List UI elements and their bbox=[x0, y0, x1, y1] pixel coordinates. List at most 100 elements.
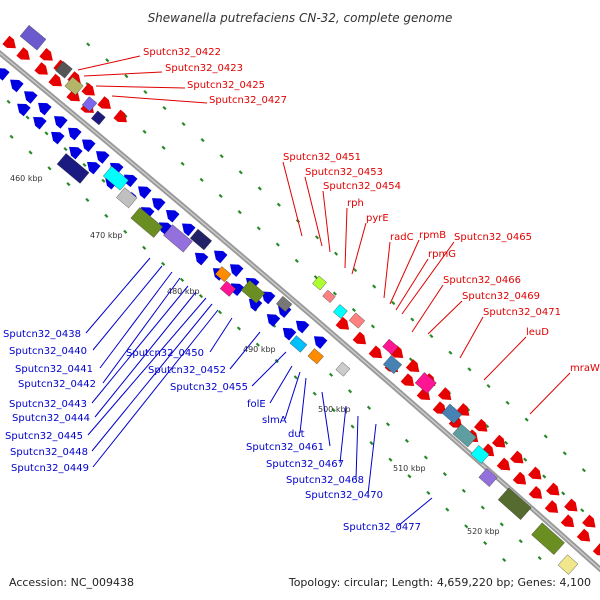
reverse-gene-arrow bbox=[17, 103, 31, 117]
gene-label-Sputcn32_0452[interactable]: Sputcn32_0452 bbox=[148, 365, 226, 376]
reverse-gene-arrow bbox=[124, 174, 138, 188]
tick-mark bbox=[105, 58, 110, 63]
reverse-gene-arrow bbox=[38, 102, 52, 116]
reverse-leader-line bbox=[102, 277, 181, 384]
gene-label-Sputcn32_0453[interactable]: Sputcn32_0453 bbox=[305, 167, 383, 178]
feature-block bbox=[240, 280, 266, 304]
forward-gene-arrow bbox=[528, 466, 542, 480]
gene-label-Sputcn32_0423[interactable]: Sputcn32_0423 bbox=[165, 63, 243, 74]
reverse-gene-arrow bbox=[33, 116, 47, 130]
gene-label-Sputcn32_0451[interactable]: Sputcn32_0451 bbox=[283, 152, 361, 163]
gene-label-dut[interactable]: dut bbox=[288, 429, 305, 440]
forward-gene-arrow bbox=[352, 331, 367, 345]
forward-leader-line bbox=[322, 190, 331, 253]
tick-mark bbox=[366, 405, 372, 410]
forward-leader-line bbox=[111, 95, 208, 104]
gene-label-rpmG[interactable]: rpmG bbox=[428, 249, 456, 260]
tick-mark bbox=[518, 539, 523, 544]
reverse-gene-arrow bbox=[282, 327, 297, 341]
gene-label-Sputcn32_0465[interactable]: Sputcn32_0465 bbox=[454, 232, 532, 243]
tick-mark bbox=[198, 293, 204, 299]
gene-label-Sputcn32_0442[interactable]: Sputcn32_0442 bbox=[18, 379, 96, 390]
gene-label-pyrE[interactable]: pyrE bbox=[366, 213, 389, 224]
reverse-leader-line bbox=[99, 271, 173, 369]
gene-label-folE[interactable]: folE bbox=[247, 399, 266, 410]
gene-label-leuD[interactable]: leuD bbox=[526, 327, 549, 338]
forward-leader-line bbox=[395, 258, 429, 311]
tick-mark bbox=[404, 438, 410, 443]
tick-mark bbox=[66, 182, 71, 187]
gene-label-Sputcn32_0455[interactable]: Sputcn32_0455 bbox=[170, 382, 248, 393]
gene-label-Sputcn32_0454[interactable]: Sputcn32_0454 bbox=[323, 181, 401, 192]
gene-label-Sputcn32_0461[interactable]: Sputcn32_0461 bbox=[246, 442, 324, 453]
gene-label-mraW[interactable]: mraW bbox=[570, 363, 600, 374]
reverse-gene-arrow bbox=[82, 139, 96, 152]
tick-mark bbox=[537, 556, 542, 561]
reverse-gene-arrow bbox=[165, 209, 180, 223]
gene-label-Sputcn32_0450[interactable]: Sputcn32_0450 bbox=[126, 348, 204, 359]
reverse-gene-arrow bbox=[138, 186, 152, 199]
tick-mark bbox=[217, 310, 223, 315]
gene-label-Sputcn32_0466[interactable]: Sputcn32_0466 bbox=[443, 275, 521, 286]
tick-mark bbox=[104, 213, 109, 218]
feature-block bbox=[130, 207, 164, 238]
tick-mark bbox=[142, 245, 147, 250]
reverse-leader-line bbox=[229, 331, 261, 370]
gene-label-slmA[interactable]: slmA bbox=[262, 415, 287, 426]
tick-mark bbox=[314, 235, 320, 240]
gene-label-Sputcn32_0467[interactable]: Sputcn32_0467 bbox=[266, 459, 344, 470]
forward-leader-line bbox=[383, 241, 391, 299]
forward-leader-line bbox=[95, 85, 186, 89]
gene-label-Sputcn32_0438[interactable]: Sputcn32_0438 bbox=[3, 329, 81, 340]
tick-mark bbox=[142, 129, 147, 134]
gene-label-Sputcn32_0443[interactable]: Sputcn32_0443 bbox=[9, 399, 87, 410]
gene-label-Sputcn32_0441[interactable]: Sputcn32_0441 bbox=[15, 364, 93, 375]
gene-label-Sputcn32_0422[interactable]: Sputcn32_0422 bbox=[143, 47, 221, 58]
gene-label-Sputcn32_0440[interactable]: Sputcn32_0440 bbox=[9, 346, 87, 357]
tick-mark bbox=[86, 42, 91, 47]
tick-mark bbox=[47, 166, 52, 171]
tick-mark bbox=[82, 162, 87, 168]
forward-leader-line bbox=[529, 372, 571, 415]
gene-label-Sputcn32_0444[interactable]: Sputcn32_0444 bbox=[12, 413, 90, 424]
forward-gene-arrow bbox=[528, 485, 543, 499]
tick-mark bbox=[369, 441, 374, 446]
gene-label-Sputcn32_0449[interactable]: Sputcn32_0449 bbox=[11, 463, 89, 474]
forward-leader-line bbox=[483, 336, 527, 381]
gene-label-Sputcn32_0469[interactable]: Sputcn32_0469 bbox=[462, 291, 540, 302]
gene-label-Sputcn32_0470[interactable]: Sputcn32_0470 bbox=[305, 490, 383, 501]
reverse-leader-line bbox=[284, 371, 301, 420]
reverse-leader-line bbox=[355, 415, 359, 480]
tick-mark bbox=[161, 261, 166, 266]
reverse-gene-arrow bbox=[54, 116, 68, 129]
gene-label-Sputcn32_0445[interactable]: Sputcn32_0445 bbox=[5, 431, 83, 442]
forward-gene-arrow bbox=[432, 401, 447, 415]
gene-label-Sputcn32_0448[interactable]: Sputcn32_0448 bbox=[10, 447, 88, 458]
gene-label-Sputcn32_0427[interactable]: Sputcn32_0427 bbox=[209, 95, 287, 106]
gene-label-Sputcn32_0425[interactable]: Sputcn32_0425 bbox=[187, 80, 265, 91]
reverse-leader-line bbox=[251, 351, 287, 387]
reverse-leader-line bbox=[92, 265, 163, 351]
tick-mark bbox=[442, 472, 447, 477]
forward-gene-arrow bbox=[510, 450, 524, 464]
gene-features bbox=[0, 24, 600, 575]
reverse-leader-line bbox=[94, 291, 197, 418]
reverse-gene-arrow bbox=[24, 91, 38, 104]
tick-mark bbox=[143, 89, 148, 95]
feature-block bbox=[531, 522, 565, 555]
tick-mark bbox=[485, 423, 490, 429]
gene-label-Sputcn32_0471[interactable]: Sputcn32_0471 bbox=[483, 307, 561, 318]
gene-label-Sputcn32_0468[interactable]: Sputcn32_0468 bbox=[286, 475, 364, 486]
reverse-leader-line bbox=[269, 365, 293, 404]
gene-label-radC[interactable]: radC bbox=[390, 232, 414, 243]
tick-mark bbox=[445, 507, 450, 512]
gene-label-rph[interactable]: rph bbox=[347, 198, 364, 209]
tick-mark bbox=[480, 505, 485, 510]
feature-block bbox=[441, 403, 463, 424]
gene-label-Sputcn32_0477[interactable]: Sputcn32_0477 bbox=[343, 522, 421, 533]
gene-label-rpmB[interactable]: rpmB bbox=[419, 230, 446, 241]
reverse-leader-line bbox=[91, 303, 213, 452]
tick-mark bbox=[370, 324, 376, 329]
tick-mark bbox=[219, 154, 224, 159]
